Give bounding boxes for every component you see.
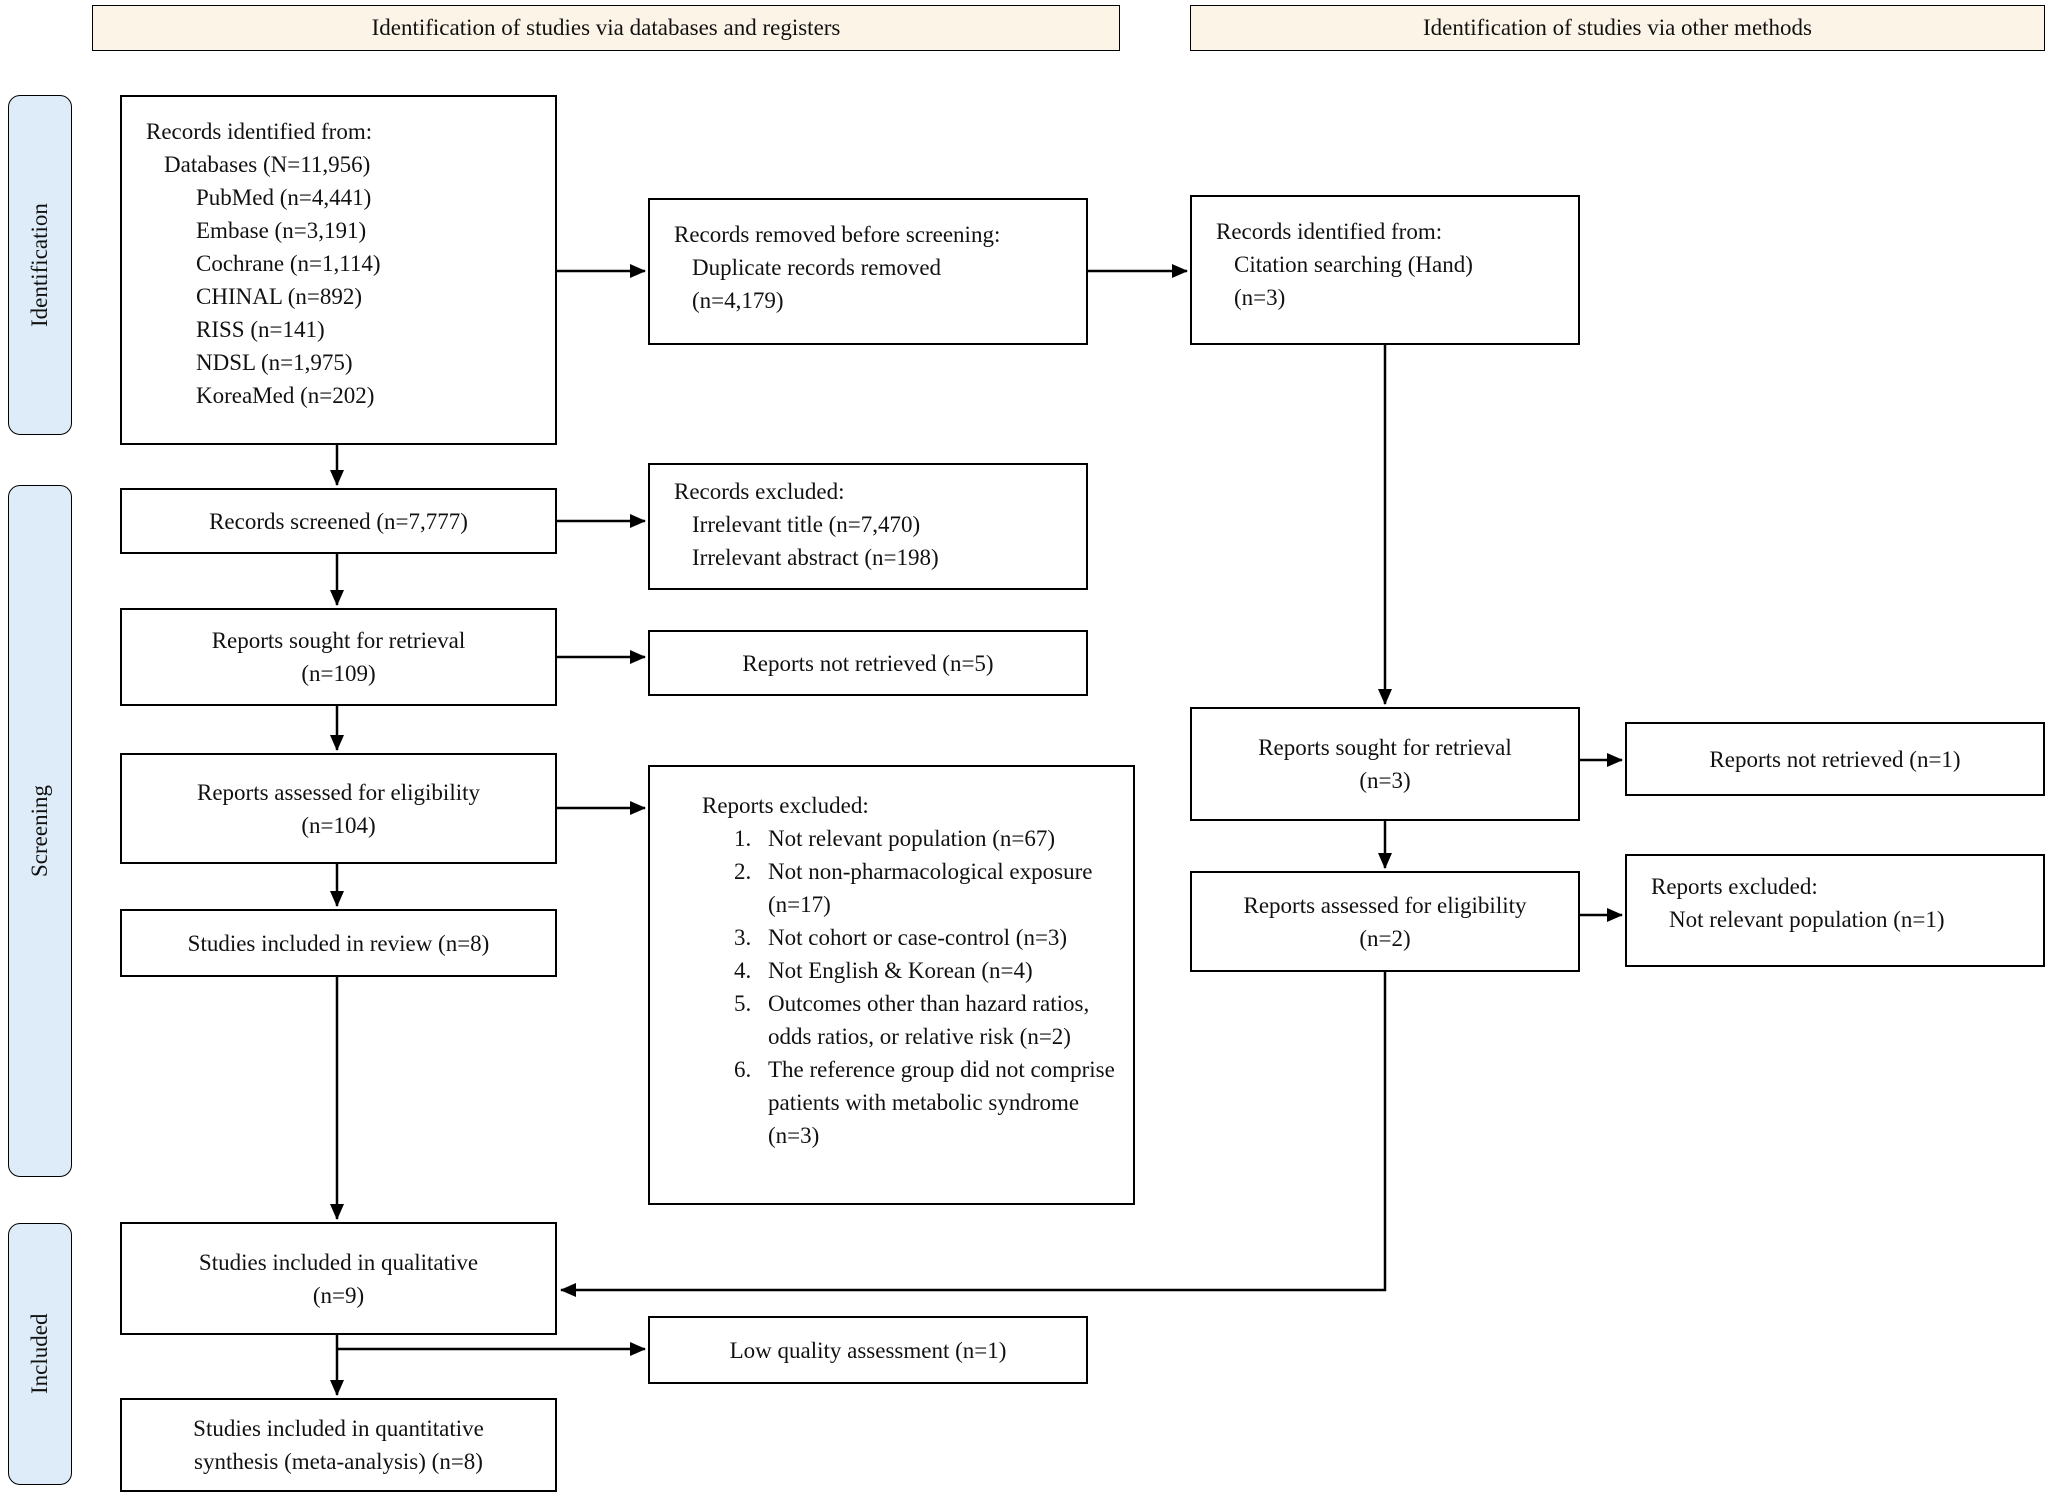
reports-assessed-line1: Reports assessed for eligibility — [197, 779, 480, 805]
excluded-reason-2-num: 2. — [734, 859, 752, 884]
excluded-reason-4: 4. Not English & Korean (n=4) — [734, 954, 1133, 987]
reports-excluded-title: Reports excluded: — [702, 793, 869, 818]
excluded-reason-3-text: Not cohort or case-control (n=3) — [768, 925, 1068, 950]
header-other-methods: Identification of studies via other meth… — [1190, 5, 2045, 51]
box-reports-sought-retrieval: Reports sought for retrieval (n=109) — [120, 608, 557, 706]
box-reports-excluded-other: Reports excluded: Not relevant populatio… — [1625, 854, 2045, 967]
reports-not-retrieved-other-label: Reports not retrieved (n=1) — [1709, 746, 1961, 772]
box-records-excluded: Records excluded: Irrelevant title (n=7,… — [648, 463, 1088, 590]
citation-searching-count: (n=3) — [1234, 285, 1286, 310]
database-koreamed: KoreaMed (n=202) — [196, 383, 375, 408]
excluded-reason-5-text: Outcomes other than hazard ratios, odds … — [768, 991, 1090, 1049]
stage-screening-label: Screening — [27, 785, 52, 877]
database-embase: Embase (n=3,191) — [196, 218, 367, 243]
reports-assessed-line2: (n=104) — [301, 812, 376, 838]
stage-identification-label: Identification — [27, 203, 52, 327]
box-reports-assessed-eligibility: Reports assessed for eligibility (n=104) — [120, 753, 557, 864]
records-identified-databases-total: Databases (N=11,956) — [164, 152, 371, 177]
excluded-reason-3-num: 3. — [734, 925, 752, 950]
records-excluded-irrelevant-abstract: Irrelevant abstract (n=198) — [692, 545, 939, 570]
box-records-identified-other: Records identified from: Citation search… — [1190, 195, 1580, 345]
database-ndsl: NDSL (n=1,975) — [196, 350, 353, 375]
excluded-reason-3: 3. Not cohort or case-control (n=3) — [734, 921, 1133, 954]
excluded-reason-5: 5. Outcomes other than hazard ratios, od… — [734, 987, 1133, 1053]
arrow-assessed-right-to-qualitative — [560, 972, 1387, 1297]
box-records-identified: Records identified from: Databases (N=11… — [120, 95, 557, 445]
stage-screening: Screening — [8, 485, 72, 1177]
records-identified-title: Records identified from: — [146, 119, 373, 144]
records-identified-other-title: Records identified from: — [1216, 219, 1443, 244]
box-reports-sought-other: Reports sought for retrieval (n=3) — [1190, 707, 1580, 821]
box-reports-not-retrieved: Reports not retrieved (n=5) — [648, 630, 1088, 696]
excluded-reason-2-text: Not non-pharmacological exposure (n=17) — [768, 859, 1093, 917]
reports-assessed-other-line2: (n=2) — [1359, 925, 1411, 951]
excluded-reason-2: 2. Not non-pharmacological exposure (n=1… — [734, 855, 1133, 921]
records-removed-count: (n=4,179) — [692, 288, 784, 313]
records-removed-duplicates: Duplicate records removed — [692, 255, 942, 280]
box-low-quality-assessment: Low quality assessment (n=1) — [648, 1316, 1088, 1384]
studies-quantitative-line2: synthesis (meta-analysis) (n=8) — [194, 1449, 483, 1474]
excluded-reason-1-text: Not relevant population (n=67) — [768, 826, 1055, 851]
studies-qualitative-line2: (n=9) — [312, 1282, 365, 1308]
excluded-reason-6: 6. The reference group did not comprise … — [734, 1053, 1133, 1152]
database-cochrane: Cochrane (n=1,114) — [196, 251, 381, 276]
box-records-removed: Records removed before screening: Duplic… — [648, 198, 1088, 345]
database-pubmed: PubMed (n=4,441) — [196, 185, 372, 210]
box-records-screened: Records screened (n=7,777) — [120, 488, 557, 554]
header-databases-registers-label: Identification of studies via databases … — [371, 15, 841, 40]
stage-identification: Identification — [8, 95, 72, 435]
header-other-methods-label: Identification of studies via other meth… — [1423, 15, 1812, 40]
reports-sought-line2: (n=109) — [301, 661, 376, 686]
reports-sought-line1: Reports sought for retrieval — [211, 628, 466, 653]
reports-excluded-other-reason: Not relevant population (n=1) — [1669, 907, 1945, 932]
box-studies-included-review: Studies included in review (n=8) — [120, 909, 557, 977]
box-reports-not-retrieved-other: Reports not retrieved (n=1) — [1625, 722, 2045, 796]
records-screened-label: Records screened (n=7,777) — [209, 508, 468, 534]
excluded-reason-6-num: 6. — [734, 1057, 752, 1082]
stage-included-label: Included — [27, 1313, 52, 1395]
studies-qualitative-line1: Studies included in qualitative — [198, 1249, 479, 1275]
reports-sought-other-line1: Reports sought for retrieval — [1258, 735, 1512, 760]
box-reports-excluded-reasons: Reports excluded: 1. Not relevant popula… — [648, 765, 1135, 1205]
excluded-reason-4-text: Not English & Korean (n=4) — [768, 958, 1033, 983]
stage-included: Included — [8, 1223, 72, 1485]
records-excluded-irrelevant-title: Irrelevant title (n=7,470) — [692, 512, 921, 537]
reports-assessed-other-line1: Reports assessed for eligibility — [1243, 892, 1527, 918]
studies-review-label: Studies included in review (n=8) — [187, 930, 490, 956]
low-quality-label: Low quality assessment (n=1) — [729, 1337, 1007, 1363]
reports-excluded-other-title: Reports excluded: — [1651, 874, 1818, 899]
excluded-reason-1-num: 1. — [734, 826, 752, 851]
excluded-reason-1: 1. Not relevant population (n=67) — [734, 822, 1133, 855]
reports-sought-other-line2: (n=3) — [1359, 768, 1411, 793]
box-studies-quantitative: Studies included in quantitative synthes… — [120, 1398, 557, 1492]
box-studies-qualitative: Studies included in qualitative (n=9) — [120, 1222, 557, 1335]
box-reports-assessed-other: Reports assessed for eligibility (n=2) — [1190, 871, 1580, 972]
database-riss: RISS (n=141) — [196, 317, 325, 342]
database-chinal: CHINAL (n=892) — [196, 284, 363, 309]
reports-not-retrieved-label: Reports not retrieved (n=5) — [742, 650, 994, 676]
excluded-reason-4-num: 4. — [734, 958, 752, 983]
citation-searching-label: Citation searching (Hand) — [1234, 252, 1473, 277]
records-excluded-title: Records excluded: — [674, 479, 845, 504]
records-removed-title: Records removed before screening: — [674, 222, 1001, 247]
excluded-reason-5-num: 5. — [734, 991, 752, 1016]
header-databases-registers: Identification of studies via databases … — [92, 5, 1120, 51]
excluded-reason-6-text: The reference group did not comprise pat… — [768, 1057, 1115, 1148]
studies-quantitative-line1: Studies included in quantitative — [193, 1416, 484, 1441]
